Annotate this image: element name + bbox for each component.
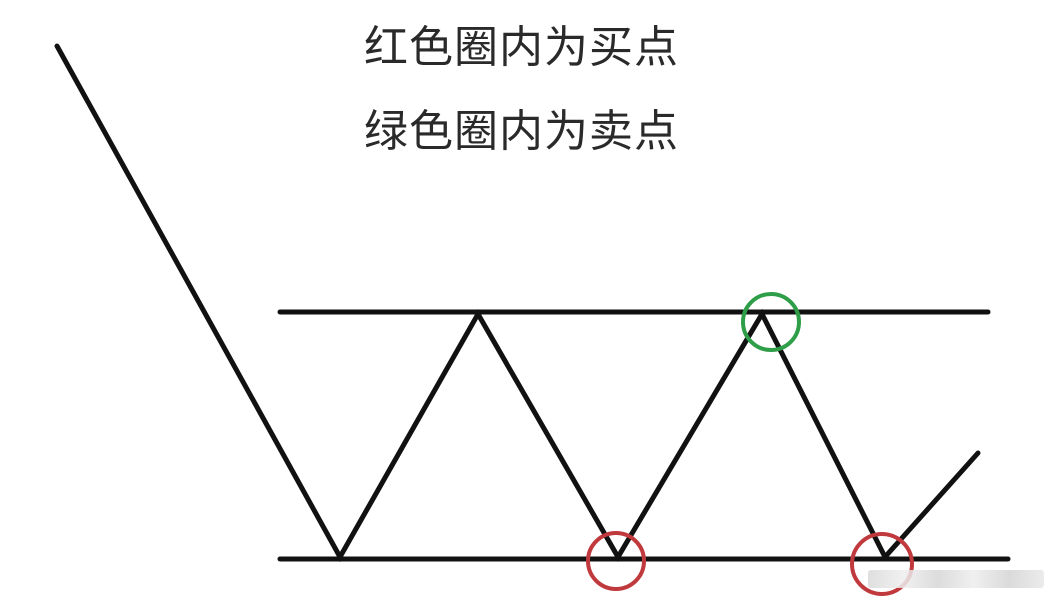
- buy-point-legend: 红色圈内为买点: [364, 22, 679, 73]
- buy-point-circle-2: [850, 532, 914, 596]
- sell-point-circle: [741, 292, 801, 352]
- buy-point-circle-1: [586, 531, 646, 591]
- sell-point-legend: 绿色圈内为卖点: [364, 106, 679, 157]
- watermark-logo: [868, 570, 1044, 588]
- price-path: [54, 43, 981, 563]
